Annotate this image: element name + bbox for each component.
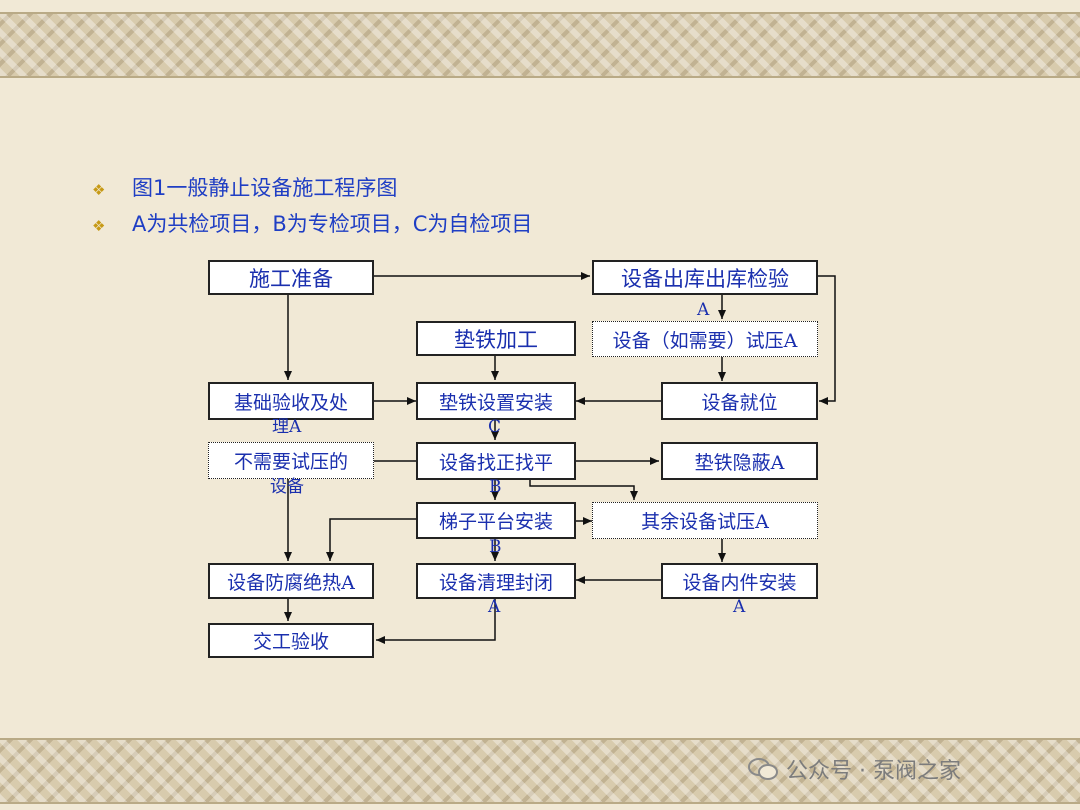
node-alignment-leveling: 设备找正找平 xyxy=(416,442,576,480)
node-shim-concealment: 垫铁隐蔽A xyxy=(661,442,818,480)
node-pressure-test-if-needed: 设备（如需要）试压A xyxy=(592,321,818,357)
watermark: 公众号 · 泵阀之家 xyxy=(748,753,961,785)
node-ladder-platform-install: 梯子平台安装 xyxy=(416,502,576,539)
node-no-pressure-test-equipment: 不需要试压的 xyxy=(208,442,374,479)
node-shim-processing: 垫铁加工 xyxy=(416,321,576,356)
node-outbound-inspection: 设备出库出库检验 xyxy=(592,260,818,295)
note-shim-install-c: C xyxy=(488,419,501,436)
wechat-icon xyxy=(748,758,778,780)
note-internals-a: A xyxy=(733,599,745,616)
note-clean-a: A xyxy=(488,599,500,616)
node-cleaning-closure: 设备清理封闭 xyxy=(416,563,576,599)
arrow-align-to-otherpress xyxy=(530,480,634,500)
node-internals-install: 设备内件安装 xyxy=(661,563,818,599)
note-outbound-a: A xyxy=(697,302,709,319)
node-anticorrosion-insulation: 设备防腐绝热A xyxy=(208,563,374,599)
watermark-text: 公众号 · 泵阀之家 xyxy=(786,753,961,785)
note-align-b: B xyxy=(489,479,502,496)
node-other-pressure-test: 其余设备试压A xyxy=(592,502,818,539)
arrow-outbound-to-inplace xyxy=(817,276,835,401)
note-no-press-continued: 设备 xyxy=(270,479,304,496)
node-handover-acceptance: 交工验收 xyxy=(208,623,374,658)
node-foundation-acceptance: 基础验收及处 xyxy=(208,382,374,420)
node-equipment-in-place: 设备就位 xyxy=(661,382,818,420)
arrow-clean-to-handover xyxy=(376,599,495,640)
arrow-ladder-to-anticorr xyxy=(330,519,416,561)
node-shim-installation: 垫铁设置安装 xyxy=(416,382,576,420)
node-construction-prep: 施工准备 xyxy=(208,260,374,295)
note-foundation-continued: 理A xyxy=(272,419,301,436)
note-ladder-b: B xyxy=(489,539,502,556)
